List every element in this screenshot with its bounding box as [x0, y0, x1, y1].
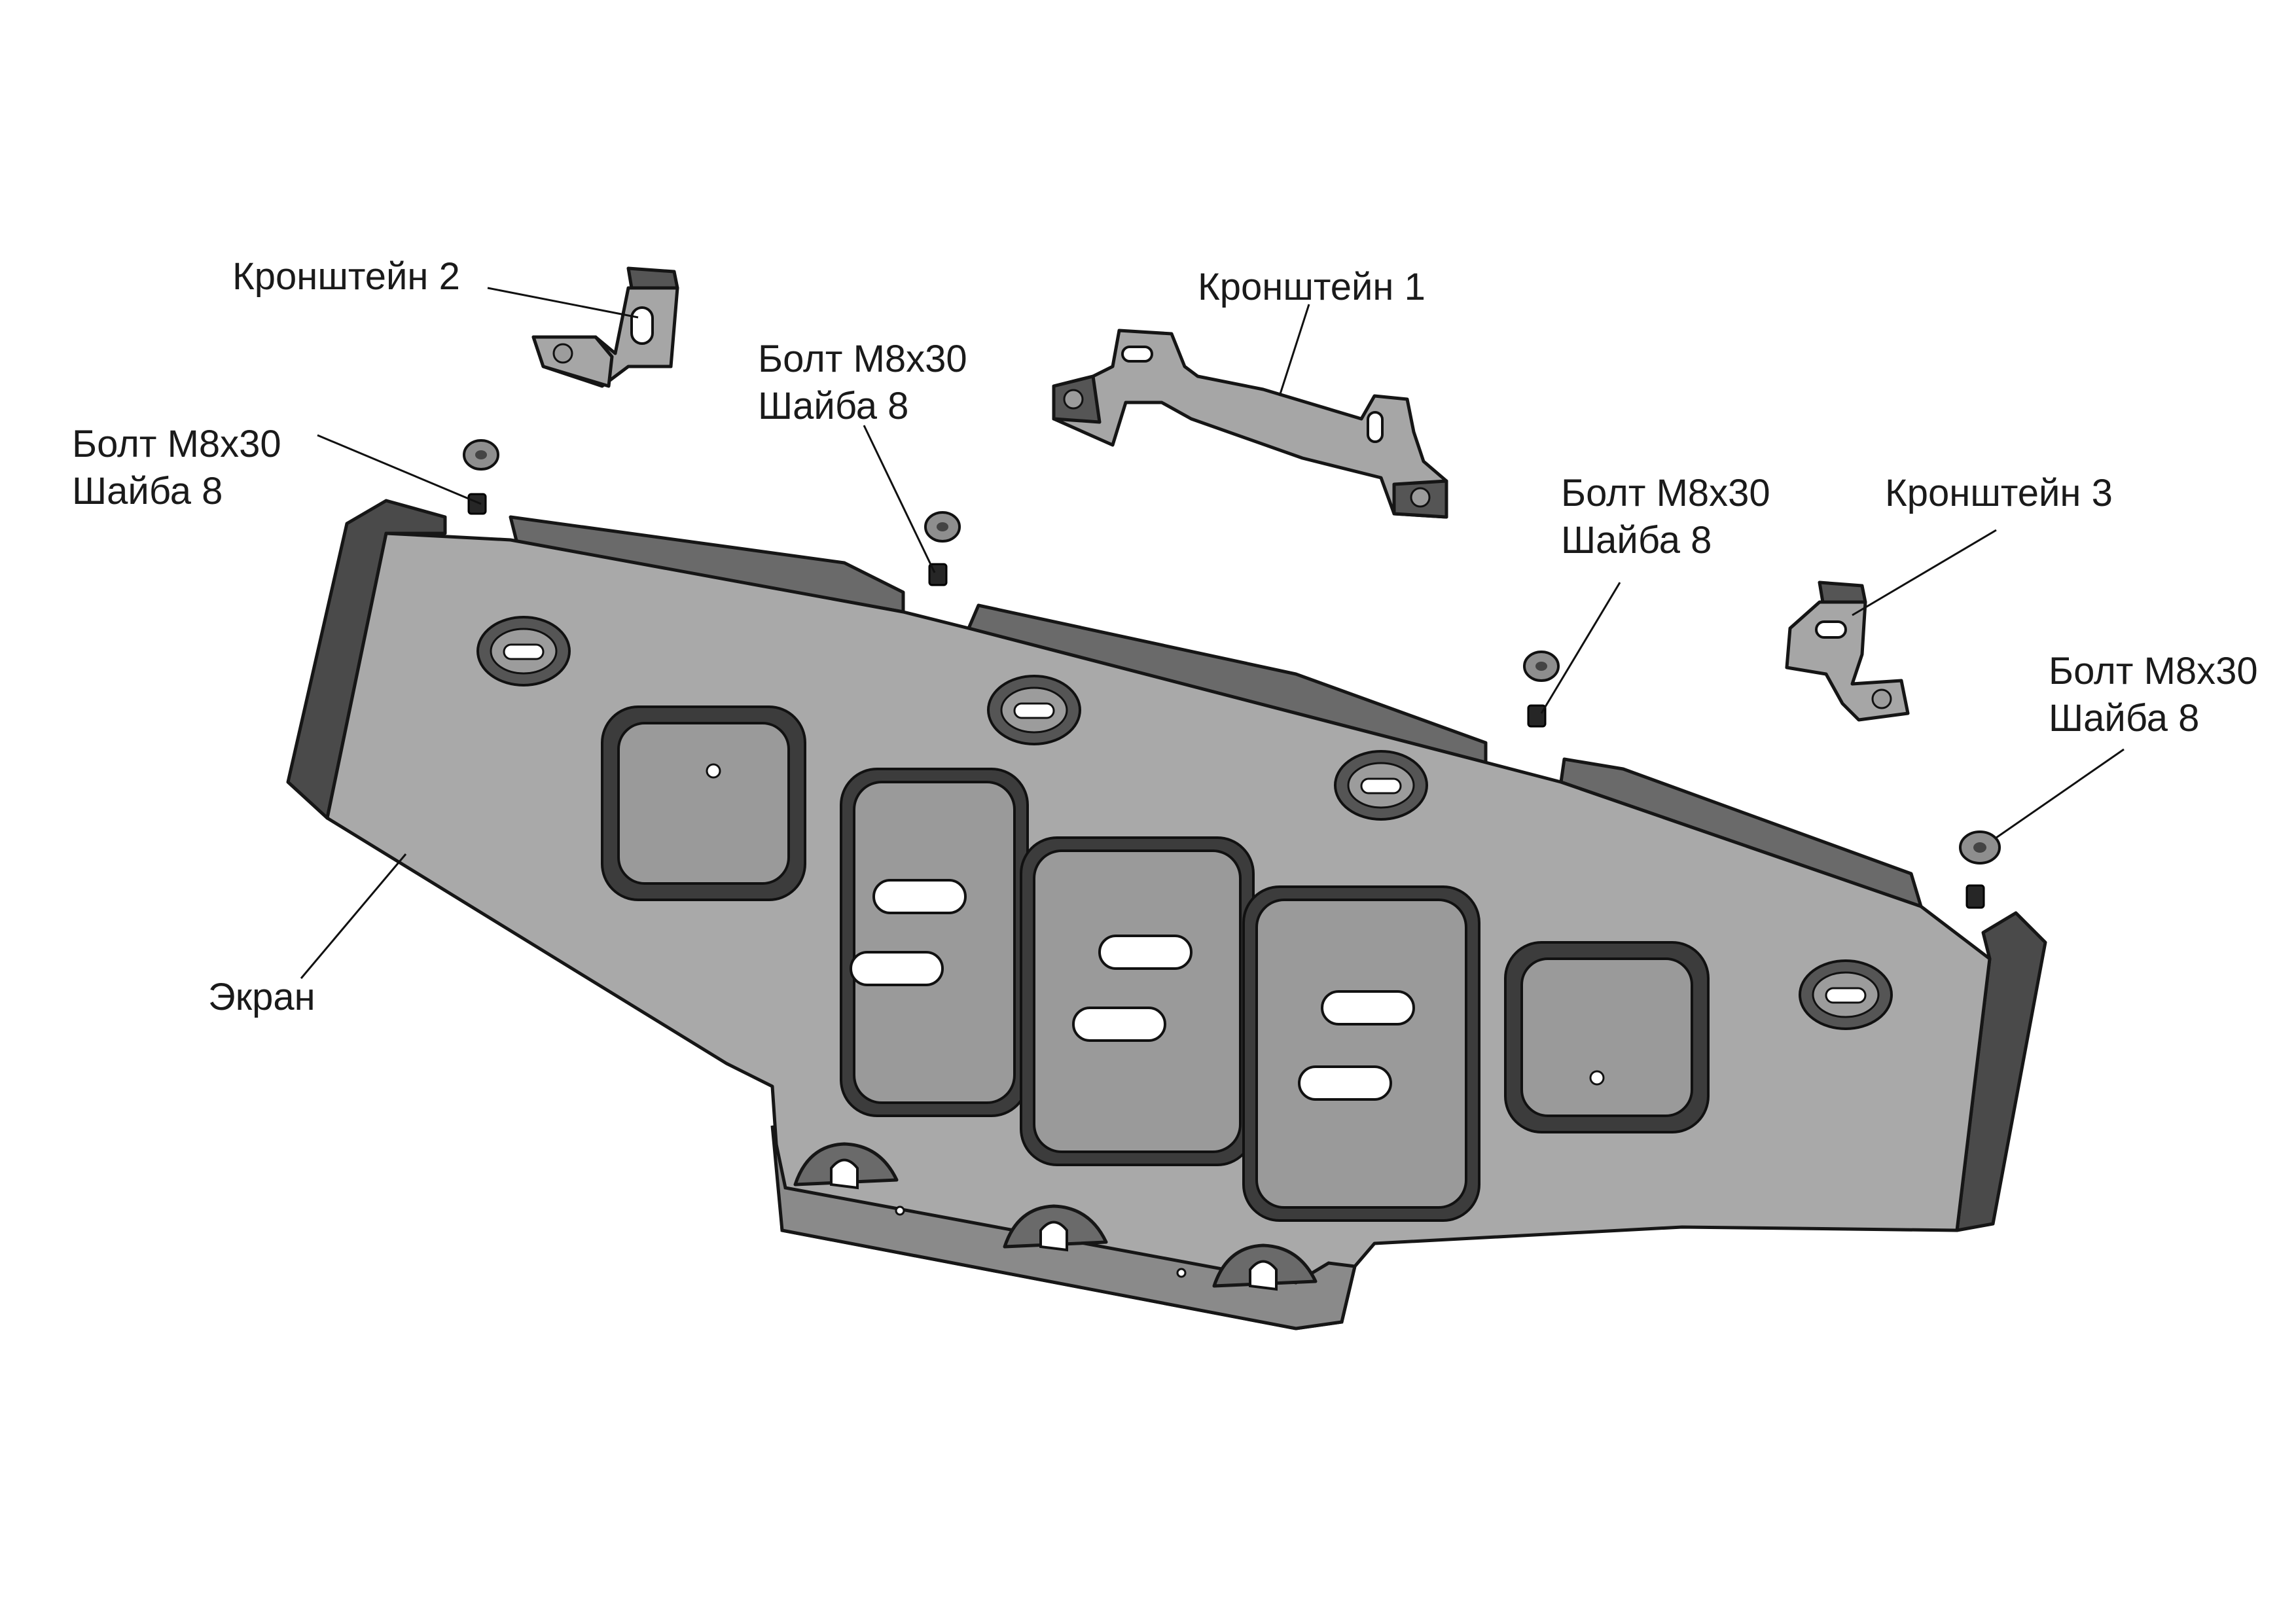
label-bracket-3: Кронштейн 3 [1885, 472, 2113, 514]
leader-bolt-right [1996, 748, 2125, 839]
label-bolt-center-left-bolt: Болт М8х30 [758, 338, 967, 380]
label-bolt-right-bolt: Болт М8х30 [2049, 650, 2258, 692]
fastener-right [1959, 830, 2001, 909]
leader-lines [300, 287, 2125, 979]
label-bolt-center-right-bolt: Болт М8х30 [1561, 472, 1770, 514]
stamped-panel-left [601, 705, 806, 901]
label-bolt-right-washer: Шайба 8 [2049, 697, 2200, 740]
label-bolt-right: Болт М8х30 Шайба 8 [2049, 648, 2258, 742]
front-lip [770, 1125, 1357, 1330]
label-bolt-left-bolt: Болт М8х30 [72, 423, 281, 465]
fastener-left [463, 439, 499, 515]
label-bolt-left: Болт М8х30 Шайба 8 [72, 421, 281, 515]
label-bracket-2: Кронштейн 2 [232, 255, 460, 298]
label-bolt-center-left: Болт М8х30 Шайба 8 [758, 336, 967, 430]
leader-bolt-center-left [863, 425, 936, 573]
vent-panel-1 [840, 768, 1029, 1117]
label-screen: Экран [208, 976, 315, 1018]
label-bolt-center-left-washer: Шайба 8 [758, 385, 909, 427]
bracket-3 [1785, 580, 1910, 722]
bracket-1 [1052, 329, 1448, 519]
fastener-center-right [1523, 651, 1560, 728]
label-bracket-1: Кронштейн 1 [1198, 266, 1426, 308]
leader-bracket-3 [1852, 529, 1997, 616]
bracket-2 [531, 266, 679, 388]
vent-panel-2 [1020, 836, 1255, 1166]
fastener-center-left [924, 511, 961, 586]
skid-plate-screen [286, 499, 2047, 1330]
front-mount-tabs [793, 1142, 1318, 1291]
vent-panel-3 [1242, 885, 1480, 1222]
mount-boss-2 [987, 675, 1081, 745]
label-bolt-left-washer: Шайба 8 [72, 470, 223, 512]
rear-flange-center [967, 603, 1488, 764]
mount-boss-1 [476, 616, 571, 687]
mount-boss-4 [1799, 959, 1893, 1030]
mount-boss-3 [1334, 750, 1428, 821]
rear-flange-right [1559, 757, 1923, 908]
label-bolt-center-right-washer: Шайба 8 [1561, 519, 1712, 562]
leader-screen [300, 853, 407, 979]
stamped-panel-right [1504, 941, 1710, 1133]
rear-flange-left [509, 515, 905, 614]
leader-bracket-2 [487, 287, 639, 319]
label-bolt-center-right: Болт М8х30 Шайба 8 [1561, 470, 1770, 564]
leader-bolt-center-right [1540, 582, 1621, 714]
leader-bracket-1 [1278, 304, 1310, 397]
leader-bolt-left [317, 434, 482, 505]
